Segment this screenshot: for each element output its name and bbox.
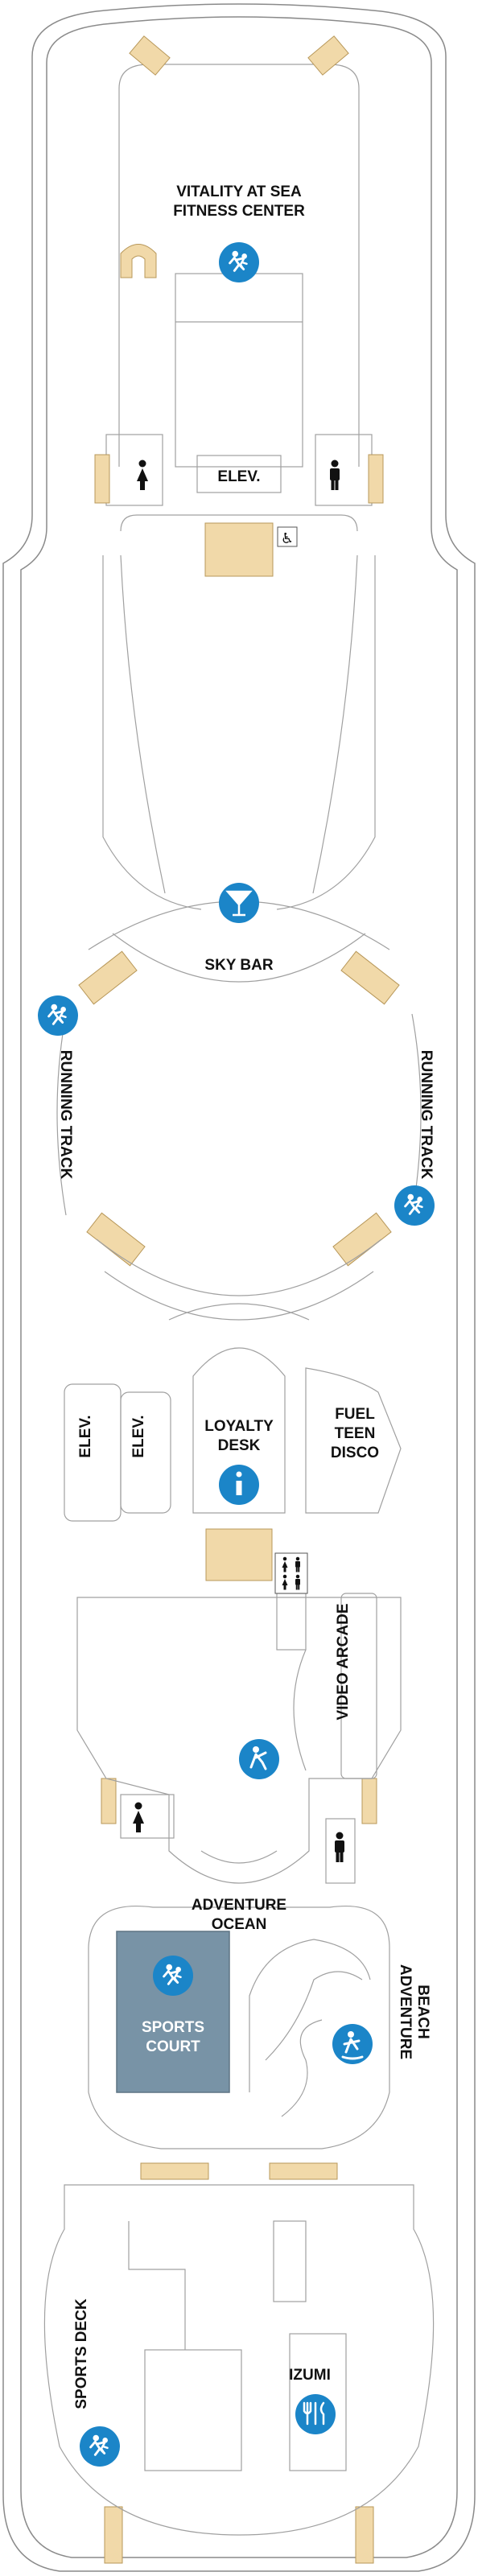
label-adventure-ocean-line2: OCEAN [212, 1916, 267, 1933]
label-fitness-line1: VITALITY AT SEA [176, 183, 302, 200]
dining-icon[interactable] [295, 2394, 336, 2434]
svg-text:♿: ♿ [281, 530, 294, 547]
restroom-men-icon[interactable] [330, 460, 340, 491]
label-fuel-line1: FUEL [335, 1406, 375, 1423]
label-elev-mid-right: ELEV. [130, 1415, 147, 1457]
label-running-track-right: RUNNING TRACK [418, 1050, 435, 1180]
water-play-icon[interactable] [332, 2024, 373, 2064]
label-running-track-left: RUNNING TRACK [57, 1050, 74, 1180]
running-icon[interactable] [38, 995, 78, 1036]
sky-bar-area [88, 554, 390, 983]
label-elev-top: ELEV. [217, 468, 260, 485]
label-video-arcade: VIDEO ARCADE [335, 1604, 352, 1721]
accessible-icon[interactable]: ♿ [277, 526, 298, 547]
fitness-icon[interactable] [219, 242, 259, 282]
label-loyalty-line1: LOYALTY [204, 1418, 274, 1435]
running-icon[interactable] [394, 1185, 435, 1226]
restroom-women-icon[interactable] [133, 1802, 144, 1833]
label-fitness-line2: FITNESS CENTER [173, 203, 305, 220]
label-fuel-line3: DISCO [331, 1445, 379, 1461]
sports-court-icon[interactable] [153, 1956, 193, 1996]
restroom-women-icon[interactable] [137, 460, 148, 491]
label-sports-court-line2: COURT [146, 2038, 200, 2055]
labels: VITALITY AT SEA FITNESS CENTER ELEV. SKY… [57, 183, 435, 2409]
label-loyalty-line2: DESK [218, 1437, 261, 1454]
label-adventure-ocean-line1: ADVENTURE [192, 1897, 286, 1914]
label-izumi: IZUMI [289, 2367, 331, 2384]
label-elev-mid-left: ELEV. [77, 1415, 94, 1457]
stairs [78, 35, 400, 2564]
running-icon[interactable] [80, 2426, 120, 2467]
label-fuel-line2: TEEN [335, 1425, 376, 1442]
loyalty-area [64, 1303, 402, 1522]
label-adventure-beach-line1: ADVENTURE [397, 1964, 414, 2059]
aft-area [43, 2184, 435, 2536]
restroom-family-icon[interactable] [274, 1552, 308, 1594]
running-track [56, 1013, 422, 1321]
label-sports-court-line1: SPORTS [142, 2019, 204, 2036]
adventure-ocean-area [76, 1593, 402, 1884]
fitness-area [105, 64, 373, 532]
label-sports-deck: SPORTS DECK [73, 2298, 90, 2409]
label-sky-bar: SKY BAR [204, 957, 273, 974]
hull-outline [2, 3, 476, 2572]
label-adventure-beach-line2: BEACH [414, 1985, 431, 2039]
restroom-men-icon[interactable] [335, 1832, 344, 1863]
info-icon[interactable] [219, 1465, 259, 1505]
kids-club-icon[interactable] [239, 1739, 279, 1779]
bar-icon[interactable] [219, 883, 259, 923]
